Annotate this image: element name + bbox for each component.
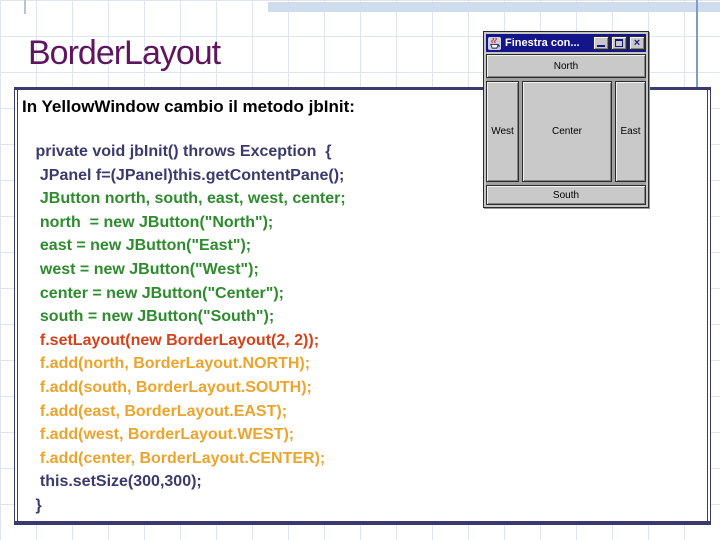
code-line: f.add(north, BorderLayout.NORTH); xyxy=(31,355,311,373)
south-button[interactable]: South xyxy=(486,185,646,205)
top-left-tick xyxy=(24,0,26,14)
maximize-button[interactable] xyxy=(611,36,627,50)
code-line: f.add(west, BorderLayout.WEST); xyxy=(31,426,295,444)
code-line: f.add(south, BorderLayout.SOUTH); xyxy=(31,378,312,396)
code-line: center = new JButton("Center"); xyxy=(31,284,284,302)
code-line: private void jbInit() throws Exception { xyxy=(31,143,332,160)
window-titlebar[interactable]: Finestra con... × xyxy=(486,34,646,52)
code-line: this.setSize(300,300); xyxy=(31,473,202,491)
code-line: east = new JButton("East"); xyxy=(31,237,252,255)
west-button[interactable]: West xyxy=(486,81,519,182)
code-line: JButton north, south, east, west, center… xyxy=(31,190,346,208)
close-icon: × xyxy=(633,36,641,49)
code-line: south = new JButton("South"); xyxy=(31,308,275,326)
close-button[interactable]: × xyxy=(629,36,645,50)
code-line: f.add(east, BorderLayout.EAST); xyxy=(31,402,288,420)
java-coffee-cup-icon xyxy=(488,36,501,50)
top-decorative-band xyxy=(268,2,720,12)
code-line: f.add(center, BorderLayout.CENTER); xyxy=(31,449,326,467)
north-button[interactable]: North xyxy=(486,54,646,78)
code-block: private void jbInit() throws Exception {… xyxy=(22,140,700,518)
code-line: JPanel f=(JPanel)this.getContentPane(); xyxy=(31,166,345,184)
code-line: f.setLayout(new BorderLayout(2, 2)); xyxy=(31,331,320,349)
center-button[interactable]: Center xyxy=(522,81,612,182)
east-button[interactable]: East xyxy=(615,81,646,182)
code-line: } xyxy=(31,496,42,514)
code-line: north = new JButton("North"); xyxy=(31,213,274,231)
code-line: west = new JButton("West"); xyxy=(31,260,259,278)
window-title: Finestra con... xyxy=(505,37,580,49)
minimize-icon xyxy=(597,40,605,47)
page-title: BorderLayout xyxy=(28,34,221,72)
window-content-pane: North West Center East South xyxy=(486,54,646,205)
borderlayout-demo-window: Finestra con... × North West Center East… xyxy=(483,31,649,208)
maximize-icon xyxy=(615,39,623,47)
textbox-heading: In YellowWindow cambio il metodo jbInit: xyxy=(22,97,355,116)
minimize-button[interactable] xyxy=(593,36,609,50)
right-accent-line xyxy=(696,0,698,88)
